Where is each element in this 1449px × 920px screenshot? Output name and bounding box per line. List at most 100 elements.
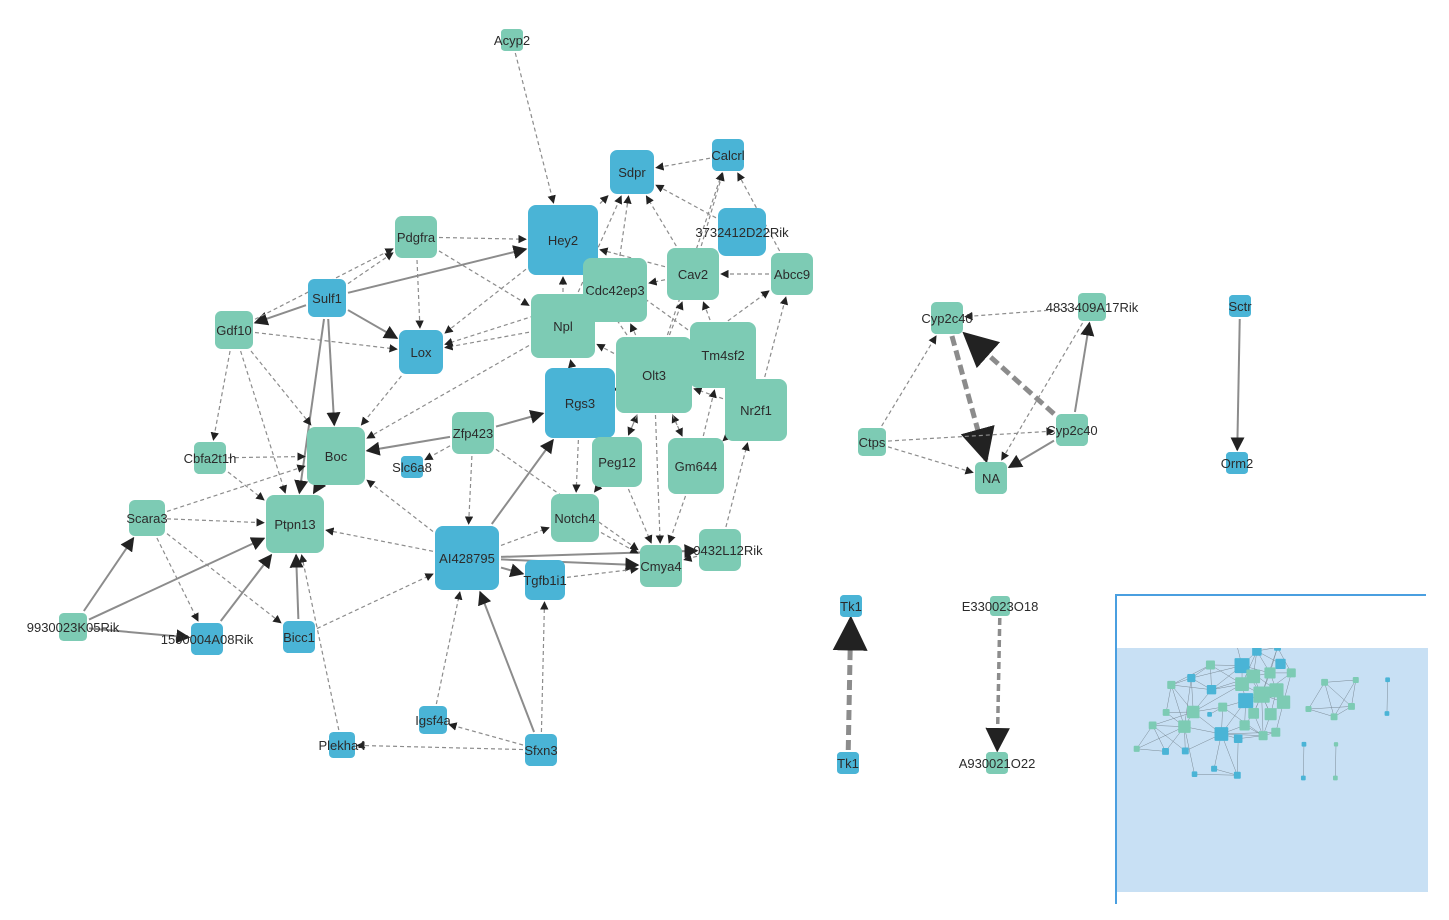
edge-AI428795-to-Cmya4[interactable] (500, 557, 640, 572)
node-Zfp423[interactable]: Zfp423 (452, 412, 494, 454)
edge-AI428795-to-Boc[interactable] (366, 479, 434, 533)
node-Bicc1[interactable]: Bicc1 (283, 621, 315, 653)
node-box[interactable] (215, 311, 253, 349)
node-Tk1b[interactable]: Tk1 (837, 752, 859, 774)
edge-Olt3-to-Npl[interactable] (596, 343, 615, 354)
node-box[interactable] (283, 621, 315, 653)
node-box[interactable] (640, 545, 682, 587)
edge-Olt3-to-Cdc42ep3[interactable] (629, 323, 638, 336)
node-AI428795[interactable]: AI428795 (435, 526, 499, 590)
edge-Ctps-to-Cyp2c40a[interactable] (881, 335, 937, 427)
node-Cdc42ep3[interactable]: Cdc42ep3 (583, 258, 647, 322)
edge-Sulf1-to-Hey2[interactable] (347, 245, 528, 294)
node-box[interactable] (725, 379, 787, 441)
node-box[interactable] (395, 216, 437, 258)
edge-Cav2-to-Calcrl[interactable] (700, 172, 725, 247)
edge-Hey2-to-Lox[interactable] (444, 268, 527, 334)
node-box[interactable] (667, 248, 719, 300)
edge-Sctr-to-Orm2[interactable] (1230, 318, 1245, 452)
node-box[interactable] (931, 302, 963, 334)
edge-Zfp423-to-Slc6a8[interactable] (424, 445, 451, 461)
node-Scara3[interactable]: Scara3 (126, 500, 168, 536)
minimap-viewport[interactable] (1117, 620, 1428, 892)
node-Sulf1[interactable]: Sulf1 (308, 279, 346, 317)
edge-Bicc1-to-AI428795[interactable] (316, 573, 434, 630)
edge-Nr2f1-to-Olt3[interactable] (693, 387, 724, 400)
node-Cyp2c40a[interactable]: Cyp2c40 (921, 302, 973, 334)
edge-Cbfa2t1h-to-Ptpn13[interactable] (227, 471, 265, 501)
node-box[interactable] (858, 428, 886, 456)
edge-AI428795-to-Rgs3[interactable] (490, 438, 554, 525)
edge-Ctps-to-NA[interactable] (887, 446, 974, 475)
node-1500004A08Rik[interactable]: 1500004A08Rik (161, 623, 254, 655)
edge-Npl-to-Boc[interactable] (366, 344, 530, 439)
node-Gm644[interactable]: Gm644 (668, 438, 724, 494)
node-box[interactable] (307, 427, 365, 485)
edge-AI428795-to-Notch4[interactable] (500, 526, 550, 546)
node-Sdpr[interactable]: Sdpr (610, 150, 654, 194)
edge-4833409A17Rik-to-Cyp2c40a[interactable] (964, 307, 1077, 321)
edge-9930023K05Rik-to-Scara3[interactable] (83, 536, 135, 612)
node-box[interactable] (690, 322, 756, 388)
node-box[interactable] (551, 494, 599, 542)
edge-Scara3-to-Bicc1[interactable] (166, 533, 282, 624)
node-Boc[interactable]: Boc (307, 427, 365, 485)
edge-Plekha4-to-Ptpn13[interactable] (299, 554, 340, 731)
edge-Olt3-to-Cav2[interactable] (668, 301, 684, 336)
edge-Cav2-to-Sdpr[interactable] (645, 195, 677, 247)
edge-9930023K05Rik-to-1500004A08Rik[interactable] (88, 627, 191, 644)
node-Cav2[interactable]: Cav2 (667, 248, 719, 300)
edge-AI428795-to-Tgfb1i1[interactable] (500, 563, 525, 578)
edge-Cyp2c40a-to-NA[interactable] (949, 335, 995, 464)
node-Cmya4[interactable]: Cmya4 (640, 545, 682, 587)
node-box[interactable] (668, 438, 724, 494)
edge-Lox-to-Boc[interactable] (360, 375, 402, 426)
edge-Scara3-to-Ptpn13[interactable] (166, 518, 265, 527)
node-Igsf4a[interactable]: Igsf4a (415, 706, 451, 734)
edge-9930023K05Rik-to-Ptpn13[interactable] (88, 537, 266, 621)
edge-Scara3-to-1500004A08Rik[interactable] (156, 537, 199, 622)
edge-Gm644-to-Tm4sf2[interactable] (702, 389, 717, 437)
edge-Sulf1-to-Pdgfra[interactable] (347, 252, 394, 285)
node-Rgs3[interactable]: Rgs3 (545, 368, 615, 438)
edge-Cdc42ep3-to-Sdpr[interactable] (619, 195, 632, 257)
edge-Boc-to-Ptpn13[interactable] (312, 478, 327, 495)
edge-0432L12Rik-to-Cmya4[interactable] (683, 553, 698, 562)
node-Gdf10[interactable]: Gdf10 (215, 311, 253, 349)
edge-Igsf4a-to-AI428795[interactable] (435, 591, 463, 705)
edge-Gdf10-to-Ptpn13[interactable] (240, 350, 287, 494)
node-box[interactable] (191, 623, 223, 655)
node-box[interactable] (1056, 414, 1088, 446)
edge-Npl-to-Lox[interactable] (444, 331, 530, 351)
edge-Zfp423-to-Rgs3[interactable] (495, 410, 545, 428)
edge-Hey2-to-Sdpr[interactable] (599, 195, 609, 204)
node-box[interactable] (545, 368, 615, 438)
overview-minimap[interactable] (1115, 594, 1428, 904)
edge-Sulf1-to-Ptpn13[interactable] (294, 318, 326, 495)
node-box[interactable] (266, 495, 324, 553)
node-box[interactable] (771, 253, 813, 295)
node-Sfxn3[interactable]: Sfxn3 (524, 734, 558, 766)
node-box[interactable] (583, 258, 647, 322)
edge-Sfxn3-to-AI428795[interactable] (478, 590, 535, 733)
edge-4833409A17Rik-to-NA[interactable] (1001, 322, 1084, 461)
edge-Pdgfra-to-Lox[interactable] (415, 259, 424, 329)
edge-Peg12-to-Cmya4[interactable] (627, 488, 653, 544)
edge-Calcrl-to-Sdpr[interactable] (655, 157, 711, 171)
edge-Scara3-to-Boc[interactable] (166, 464, 306, 513)
node-Tm4sf2[interactable]: Tm4sf2 (690, 322, 756, 388)
edge-1500004A08Rik-to-Ptpn13[interactable] (219, 553, 273, 622)
node-box[interactable] (610, 150, 654, 194)
node-box[interactable] (194, 442, 226, 474)
node-Abcc9[interactable]: Abcc9 (771, 253, 813, 295)
node-NA[interactable]: NA (975, 462, 1007, 494)
edge-Acyp2-to-Hey2[interactable] (514, 52, 556, 204)
node-Nr2f1[interactable]: Nr2f1 (725, 379, 787, 441)
node-box[interactable] (616, 337, 692, 413)
edge-Zfp423-to-AI428795[interactable] (464, 455, 474, 525)
node-box[interactable] (840, 595, 862, 617)
edge-E330023O18-to-A930021O22[interactable] (985, 617, 1010, 753)
node-Acyp2[interactable]: Acyp2 (494, 29, 530, 51)
edge-3732412D22Rik-to-Sdpr[interactable] (655, 184, 717, 219)
